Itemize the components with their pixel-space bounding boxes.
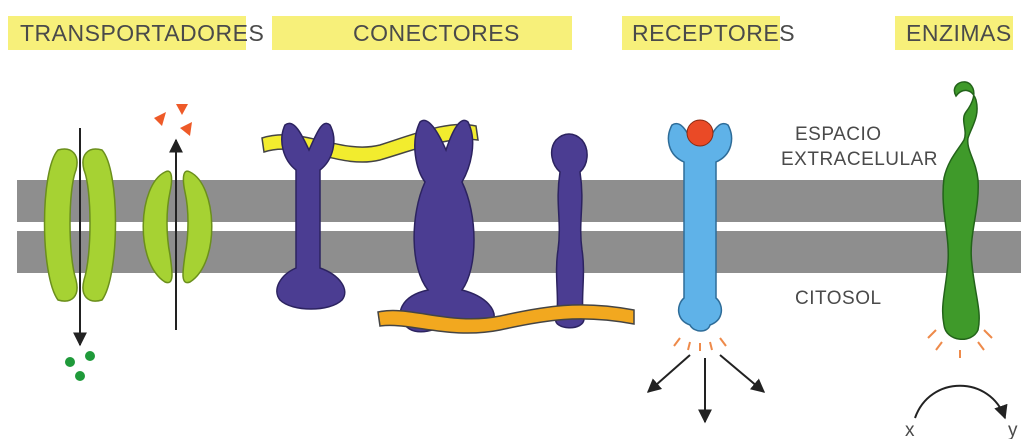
- transported-molecules-orange: [154, 104, 192, 136]
- label-extracellular-line1: ESPACIO: [795, 124, 882, 145]
- ligand-molecule: [687, 120, 713, 146]
- header-enzimas: ENZIMAS: [906, 20, 1012, 46]
- enzyme-reaction-arrow: [915, 386, 1005, 418]
- label-cytosol: CITOSOL: [795, 288, 882, 309]
- receptor-activation-rays: [674, 338, 726, 351]
- header-conectores: CONECTORES: [353, 20, 520, 46]
- header-transportadores: TRANSPORTADORES: [20, 20, 264, 46]
- receptor-signal-arrows: [648, 355, 764, 422]
- label-extracellular-line2: EXTRACELULAR: [781, 149, 938, 170]
- header-receptores: RECEPTORES: [632, 20, 795, 46]
- enzyme-protein: [943, 82, 980, 339]
- transported-molecules-green: [65, 351, 95, 381]
- connector-protein-2: [400, 120, 494, 331]
- header-bar: TRANSPORTADORES CONECTORES RECEPTORES EN…: [8, 16, 1013, 50]
- product-label: y: [1008, 420, 1018, 439]
- substrate-label: x: [905, 420, 915, 439]
- connector-protein-3: [552, 134, 587, 328]
- transporter-channel-1: [45, 128, 116, 345]
- receptor-protein: [668, 124, 731, 331]
